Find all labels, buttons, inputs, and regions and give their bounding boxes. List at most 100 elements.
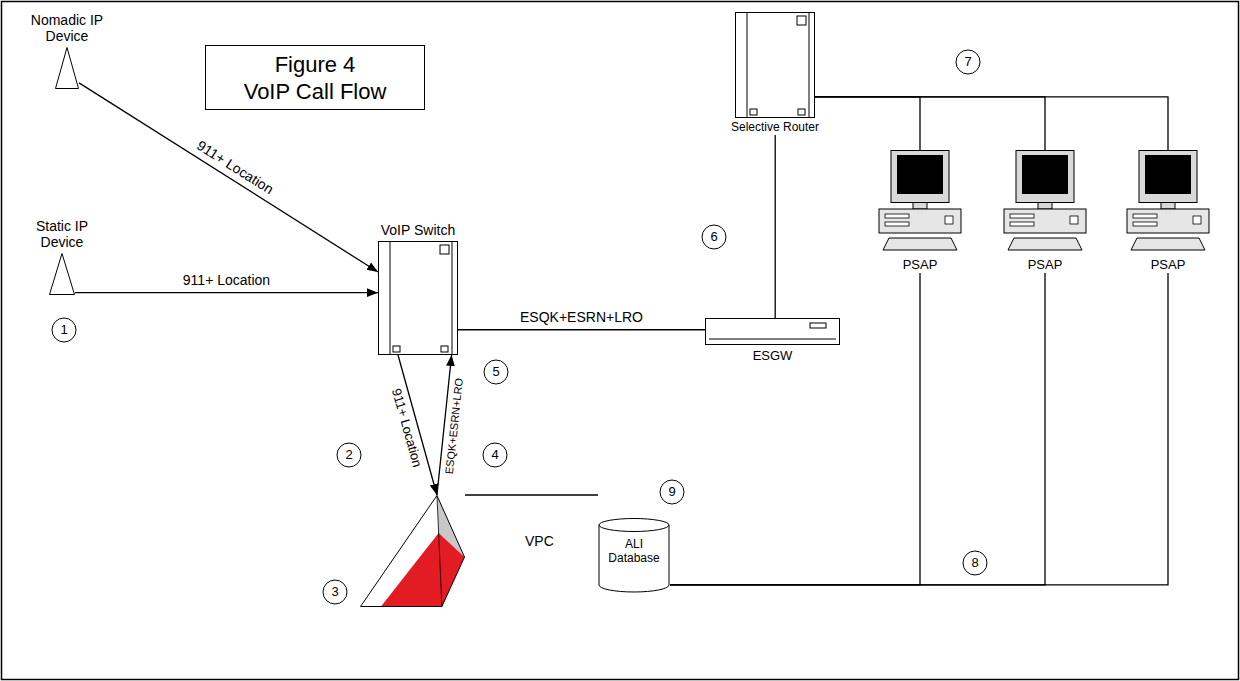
antenna-symbol bbox=[55, 47, 79, 89]
monitor-frame bbox=[1139, 151, 1197, 203]
router-symbol bbox=[735, 12, 815, 118]
keyboard bbox=[1131, 238, 1205, 250]
computer-case bbox=[1127, 209, 1209, 233]
monitor-neck bbox=[1038, 203, 1052, 210]
connector bbox=[670, 273, 1045, 585]
cabinet-indicator bbox=[797, 16, 806, 25]
drive-slot bbox=[1010, 222, 1034, 226]
gateway-body bbox=[706, 319, 840, 345]
computer-case bbox=[879, 209, 961, 233]
cabinet-panel-line bbox=[747, 13, 748, 118]
cabinet-body bbox=[736, 13, 815, 118]
callout-number: 1 bbox=[60, 323, 67, 337]
gateway-node: ESGW bbox=[705, 318, 840, 364]
monitor-screen bbox=[1145, 155, 1191, 194]
node-label: Static IP Device bbox=[22, 218, 102, 250]
node-label: PSAP bbox=[1000, 257, 1090, 273]
monitor-neck bbox=[1161, 203, 1175, 210]
power-button bbox=[1193, 216, 1201, 224]
node-label: ESGW bbox=[705, 348, 840, 364]
monitor-neck bbox=[913, 203, 927, 210]
monitor-frame bbox=[891, 151, 949, 203]
connector bbox=[775, 135, 776, 318]
cabinet-panel-line bbox=[390, 242, 391, 355]
callout-circle bbox=[702, 225, 726, 249]
callout-number: 9 bbox=[668, 485, 675, 499]
figure-title-box: Figure 4VoIP Call Flow bbox=[205, 45, 425, 110]
callout-circle bbox=[963, 551, 987, 575]
node-label: Selective Router bbox=[710, 120, 840, 135]
node-label: VoIP Switch bbox=[358, 222, 478, 238]
edge-label: ESQK+ESRN+LRO bbox=[520, 310, 643, 325]
power-button bbox=[945, 216, 953, 224]
edge-label: 911+ Location bbox=[193, 138, 275, 198]
computer-symbol bbox=[1123, 150, 1213, 255]
drive-slot bbox=[885, 214, 909, 218]
callout-number: 5 bbox=[492, 365, 499, 379]
device-node: Nomadic IP Device bbox=[55, 12, 79, 89]
callout-circle bbox=[52, 318, 76, 342]
callout-circle bbox=[660, 480, 684, 504]
connector bbox=[670, 273, 920, 585]
callout-number: 3 bbox=[331, 585, 338, 599]
cabinet-foot bbox=[798, 109, 805, 115]
monitor-frame bbox=[1016, 151, 1074, 203]
cabinet-foot bbox=[393, 346, 400, 352]
edge-label: 911+ Location bbox=[183, 273, 270, 288]
gateway-trim bbox=[709, 339, 836, 340]
device-node: Static IP Device bbox=[49, 218, 75, 295]
connector bbox=[465, 494, 598, 495]
cabinet-panel-line bbox=[809, 13, 810, 118]
monitor-screen bbox=[1022, 155, 1068, 194]
antenna-symbol bbox=[49, 253, 75, 295]
gateway-indicator bbox=[810, 323, 826, 328]
drive-slot bbox=[885, 222, 909, 226]
router-node: Selective Router bbox=[735, 12, 815, 135]
cabinet-foot bbox=[441, 346, 448, 352]
computer-symbol bbox=[875, 150, 965, 255]
edge-label: ESQK+ESRN+LRO bbox=[443, 377, 465, 474]
cabinet-foot bbox=[750, 109, 757, 115]
monitor-screen bbox=[897, 155, 943, 194]
node-label: Figure 4 bbox=[275, 51, 356, 78]
node-label: PSAP bbox=[875, 257, 965, 273]
drive-slot bbox=[1133, 222, 1157, 226]
switch-symbol bbox=[378, 241, 458, 355]
cabinet-indicator bbox=[440, 245, 449, 254]
callout-number: 4 bbox=[491, 448, 498, 462]
switch-node: VoIP Switch bbox=[378, 222, 458, 355]
computer-symbol bbox=[1000, 150, 1090, 255]
edge-label: 911+ Location bbox=[389, 387, 425, 469]
database-node: ALI Database bbox=[598, 518, 670, 592]
node-label: ALI Database bbox=[598, 537, 670, 565]
connector bbox=[75, 292, 378, 293]
connector bbox=[815, 97, 920, 150]
node-label: PSAP bbox=[1123, 257, 1213, 273]
pyramid-red-band bbox=[381, 533, 465, 606]
cylinder-body bbox=[599, 525, 669, 592]
psap-node: PSAP bbox=[1000, 150, 1090, 273]
drive-slot bbox=[1010, 214, 1034, 218]
callout-number: 7 bbox=[964, 55, 971, 69]
callout-circle bbox=[483, 443, 507, 467]
pyramid-outline bbox=[361, 496, 465, 607]
node-label: VPC bbox=[525, 533, 554, 549]
psap-node: PSAP bbox=[875, 150, 965, 273]
connector bbox=[458, 329, 705, 330]
pyramid-edge bbox=[437, 496, 442, 607]
power-button bbox=[1070, 216, 1078, 224]
callout-circle bbox=[484, 360, 508, 384]
cabinet-body bbox=[379, 242, 458, 355]
callout-number: 6 bbox=[710, 230, 717, 244]
connector bbox=[670, 273, 1168, 585]
cabinet-panel-line bbox=[452, 242, 453, 355]
antenna-outline bbox=[56, 48, 79, 89]
node-label: VoIP Call Flow bbox=[244, 78, 387, 105]
connector bbox=[815, 97, 1045, 150]
gateway-symbol bbox=[705, 318, 840, 345]
pyramid-symbol bbox=[360, 495, 465, 607]
callout-number: 8 bbox=[971, 556, 978, 570]
connector bbox=[79, 83, 378, 272]
